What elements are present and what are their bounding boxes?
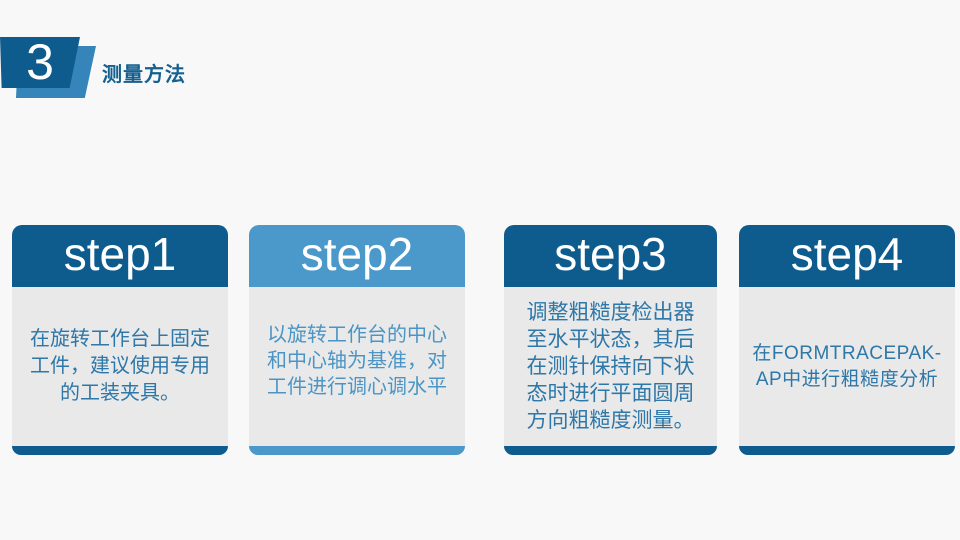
step-card-1-footer-bar (12, 446, 228, 455)
step-body-line: 在旋转工作台上固定 (30, 328, 210, 350)
step-card-4: step4 在FORMTRACEPAK- AP中进行粗糙度分析 (739, 225, 955, 455)
step-body-line: 的工装夹具。 (60, 382, 180, 404)
step-body-line: 以旋转工作台的中心 (267, 324, 447, 346)
step-card-2: step2 以旋转工作台的中心 和中心轴为基准，对 工件进行调心调水平 (249, 225, 465, 455)
step-body-line: 和中心轴为基准，对 (267, 350, 447, 372)
step-card-3-footer-bar (504, 446, 717, 455)
chapter-badge: 3 (0, 37, 80, 88)
step-card-4-body: 在FORMTRACEPAK- AP中进行粗糙度分析 (739, 287, 955, 446)
step-card-2-footer-bar (249, 446, 465, 455)
step-card-1-body: 在旋转工作台上固定 工件，建议使用专用 的工装夹具。 (12, 287, 228, 446)
step-body-line: 在测针保持向下状 (526, 355, 695, 378)
step-body-line: 至水平状态，其后 (526, 328, 695, 351)
step-card-2-label: step2 (300, 228, 414, 280)
step-card-1-label: step1 (63, 228, 177, 280)
step-card-3-body: 调整粗糙度检出器 至水平状态，其后 在测针保持向下状 态时进行平面圆周 方向粗糙… (504, 287, 717, 446)
step-card-4-footer-bar (739, 446, 955, 455)
step-body-line: 工件，建议使用专用 (30, 355, 210, 377)
step-card-4-header: step4 (739, 225, 955, 287)
step-body-line: 工件进行调心调水平 (267, 376, 447, 398)
step-card-1-header: step1 (12, 225, 228, 287)
step-card-2-body: 以旋转工作台的中心 和中心轴为基准，对 工件进行调心调水平 (249, 287, 465, 446)
step-card-3: step3 调整粗糙度检出器 至水平状态，其后 在测针保持向下状 态时进行平面圆… (504, 225, 717, 455)
step-card-3-label: step3 (554, 228, 667, 280)
step-body-line: 调整粗糙度检出器 (526, 301, 695, 324)
step-body-line: AP中进行粗糙度分析 (755, 368, 939, 390)
chapter-number: 3 (26, 33, 54, 90)
step-card-2-header: step2 (249, 225, 465, 287)
step-card-1: step1 在旋转工作台上固定 工件，建议使用专用 的工装夹具。 (12, 225, 228, 455)
page-title: 测量方法 (102, 64, 186, 86)
step-card-3-header: step3 (504, 225, 717, 287)
step-body-line: 态时进行平面圆周 (526, 382, 695, 405)
step-body-line: 在FORMTRACEPAK- (752, 342, 942, 364)
step-body-line: 方向粗糙度测量。 (526, 409, 695, 432)
step-card-4-label: step4 (790, 228, 904, 280)
